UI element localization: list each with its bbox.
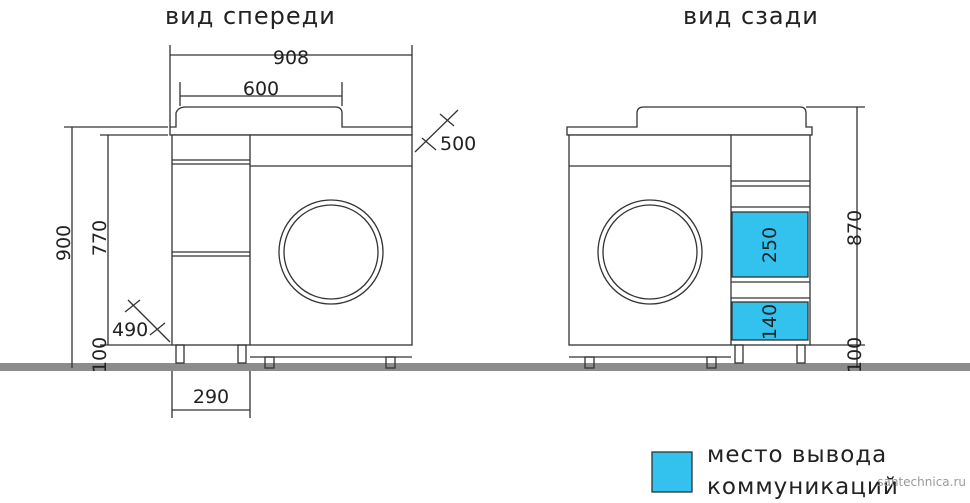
- back-view: [566, 106, 865, 369]
- back-view-title: вид сзади: [683, 2, 819, 30]
- dim-total-height: 900: [53, 225, 75, 261]
- watermark: santechnica.ru: [877, 475, 966, 489]
- floor-line: [0, 363, 970, 371]
- dim-depth: 500: [440, 133, 476, 155]
- back-countertop: [566, 106, 813, 136]
- dim-back-height: 870: [844, 210, 866, 246]
- front-washer-door: [278, 199, 384, 305]
- front-leg-left: [175, 344, 185, 364]
- front-view-title: вид спереди: [165, 2, 336, 30]
- communication-zone-lower: [731, 301, 809, 341]
- front-leg-right: [237, 344, 247, 364]
- dim-cabinet-height: 770: [89, 220, 111, 256]
- front-countertop: [169, 106, 413, 136]
- front-cabinet-body: [171, 134, 413, 346]
- dim-drawer-depth: 490: [112, 319, 148, 341]
- legend-swatch: [651, 451, 693, 493]
- dim-drawer-width: 290: [193, 386, 229, 408]
- legend-line-1: место вывода: [707, 442, 887, 468]
- back-washer-door: [597, 199, 703, 305]
- dim-leg-height-back: 100: [844, 337, 866, 373]
- dim-zone-upper: 250: [759, 227, 781, 263]
- legend-line-2: коммуникаций: [707, 474, 899, 500]
- dim-total-width: 908: [273, 47, 309, 69]
- dim-zone-lower: 140: [759, 304, 781, 340]
- communication-zone-upper: [731, 211, 809, 278]
- dim-basin-width: 600: [243, 78, 279, 100]
- front-view: [64, 45, 459, 418]
- dim-leg-height-front: 100: [89, 337, 111, 373]
